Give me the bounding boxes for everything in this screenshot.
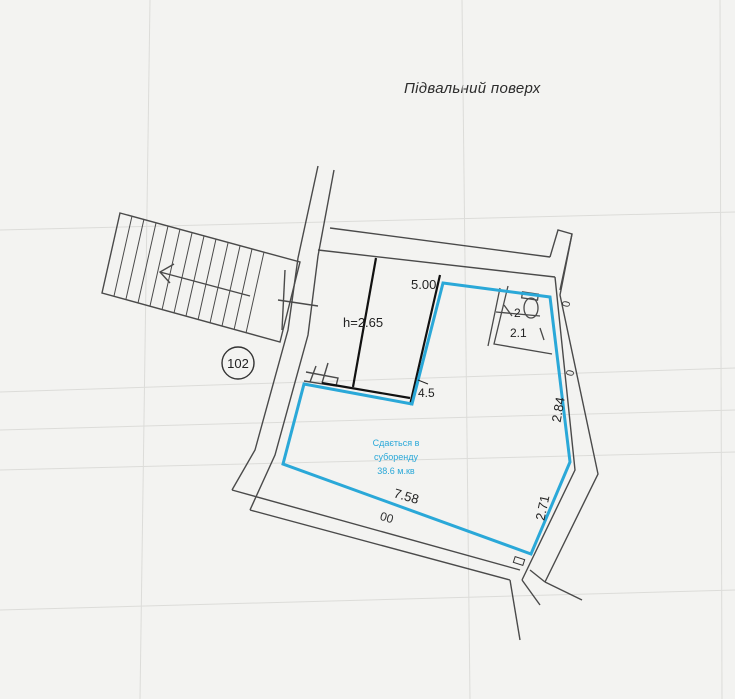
dim-right-lower: 2.71 [532, 494, 552, 522]
dimension-labels: h=2.65 5.00 4.5 2 2.1 2.84 2.71 7.58 [343, 277, 568, 522]
dim-notch: 4.5 [418, 386, 435, 400]
sublet-area-outline [281, 281, 572, 556]
wc-number: 2 [514, 306, 521, 320]
wall-mark-right-mid: 0 [564, 369, 577, 377]
arrow-left-icon [158, 263, 251, 297]
wall-marks: 0 0 00 [378, 300, 577, 567]
wc-area: 2.1 [510, 326, 527, 340]
room-number: 102 [227, 356, 249, 371]
dim-bottom: 7.58 [392, 486, 420, 507]
dim-top: 5.00 [411, 277, 436, 292]
wall-mark-bottom-right [512, 555, 526, 567]
building-walls [231, 165, 599, 641]
stair-treads [113, 215, 265, 334]
dim-right-upper: 2.84 [549, 396, 568, 424]
partition-lines [321, 257, 442, 406]
sublet-note-line-1: Сдається в [373, 438, 420, 448]
wall-mark-right-top: 0 [560, 300, 573, 308]
sublet-note: Сдається в суборенду 38.6 м.кв [373, 438, 420, 476]
toilet-icon [523, 297, 539, 319]
room-number-badge: 102 [221, 346, 255, 380]
sublet-note-line-3: 38.6 м.кв [377, 466, 415, 476]
page-title: Підвальний поверх [404, 80, 541, 97]
wall-mark-bottom-left: 00 [378, 509, 395, 526]
sublet-note-line-2: суборенду [374, 452, 418, 462]
staircase [101, 212, 301, 343]
height-label: h=2.65 [343, 315, 383, 330]
